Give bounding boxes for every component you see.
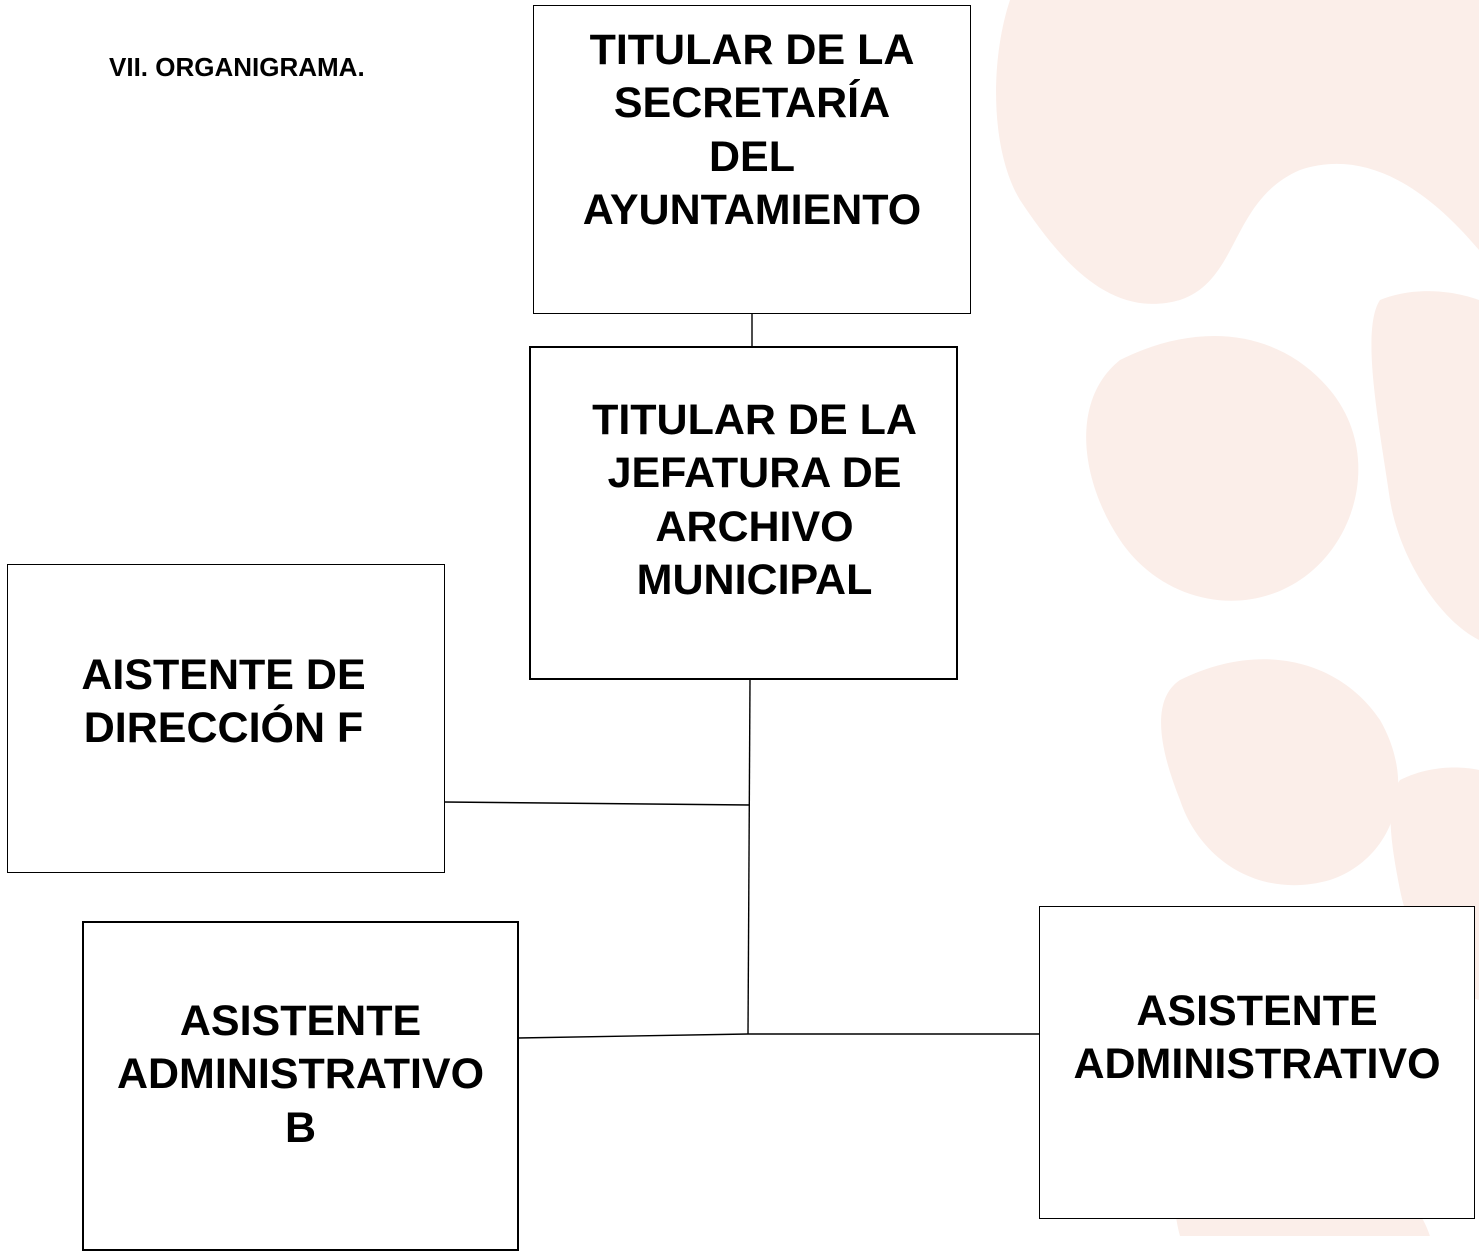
- secretaria-line-3: DEL: [709, 132, 795, 181]
- org-box-jefatura: TITULAR DE LA JEFATURA DE ARCHIVO MUNICI…: [529, 346, 958, 680]
- jefatura-line-4: MUNICIPAL: [636, 555, 873, 604]
- org-box-asistente-admin: ASISTENTE ADMINISTRATIVO: [1039, 906, 1475, 1219]
- direccion-line-1: AISTENTE DE: [81, 651, 366, 699]
- org-box-secretaria: TITULAR DE LA SECRETARÍA DEL AYUNTAMIENT…: [533, 5, 971, 314]
- org-box-asistente-direccion-label: AISTENTE DE DIRECCIÓN F: [8, 649, 444, 756]
- org-box-jefatura-label: TITULAR DE LA JEFATURA DE ARCHIVO MUNICI…: [531, 394, 956, 607]
- org-box-asistente-admin-label: ASISTENTE ADMINISTRATIVO: [1040, 985, 1474, 1092]
- connector-admin-b: [517, 1033, 749, 1039]
- direccion-line-2: DIRECCIÓN F: [83, 704, 364, 753]
- org-box-asistente-direccion: AISTENTE DE DIRECCIÓN F: [7, 564, 445, 873]
- jefatura-line-2: JEFATURA DE: [607, 449, 902, 498]
- connector-direccion: [443, 801, 751, 806]
- admin-line-1: ASISTENTE: [1136, 987, 1378, 1035]
- admin-b-line-1: ASISTENTE: [179, 997, 422, 1045]
- org-box-asistente-admin-b-label: ASISTENTE ADMINISTRATIVO B: [84, 995, 517, 1155]
- secretaria-line-2: SECRETARÍA: [613, 79, 891, 128]
- secretaria-line-4: AYUNTAMIENTO: [582, 185, 922, 234]
- admin-line-2: ADMINISTRATIVO: [1073, 1040, 1441, 1089]
- org-box-secretaria-label: TITULAR DE LA SECRETARÍA DEL AYUNTAMIENT…: [534, 24, 970, 237]
- jefatura-line-1: TITULAR DE LA: [592, 396, 917, 444]
- admin-b-line-3: B: [284, 1103, 317, 1152]
- org-box-asistente-admin-b: ASISTENTE ADMINISTRATIVO B: [82, 921, 519, 1251]
- jefatura-line-3: ARCHIVO: [655, 502, 854, 551]
- connector-jefatura-trunk: [747, 679, 751, 1035]
- section-heading: VII. ORGANIGRAMA.: [109, 52, 365, 82]
- secretaria-line-1: TITULAR DE LA: [589, 26, 915, 74]
- admin-b-line-2: ADMINISTRATIVO: [116, 1050, 485, 1099]
